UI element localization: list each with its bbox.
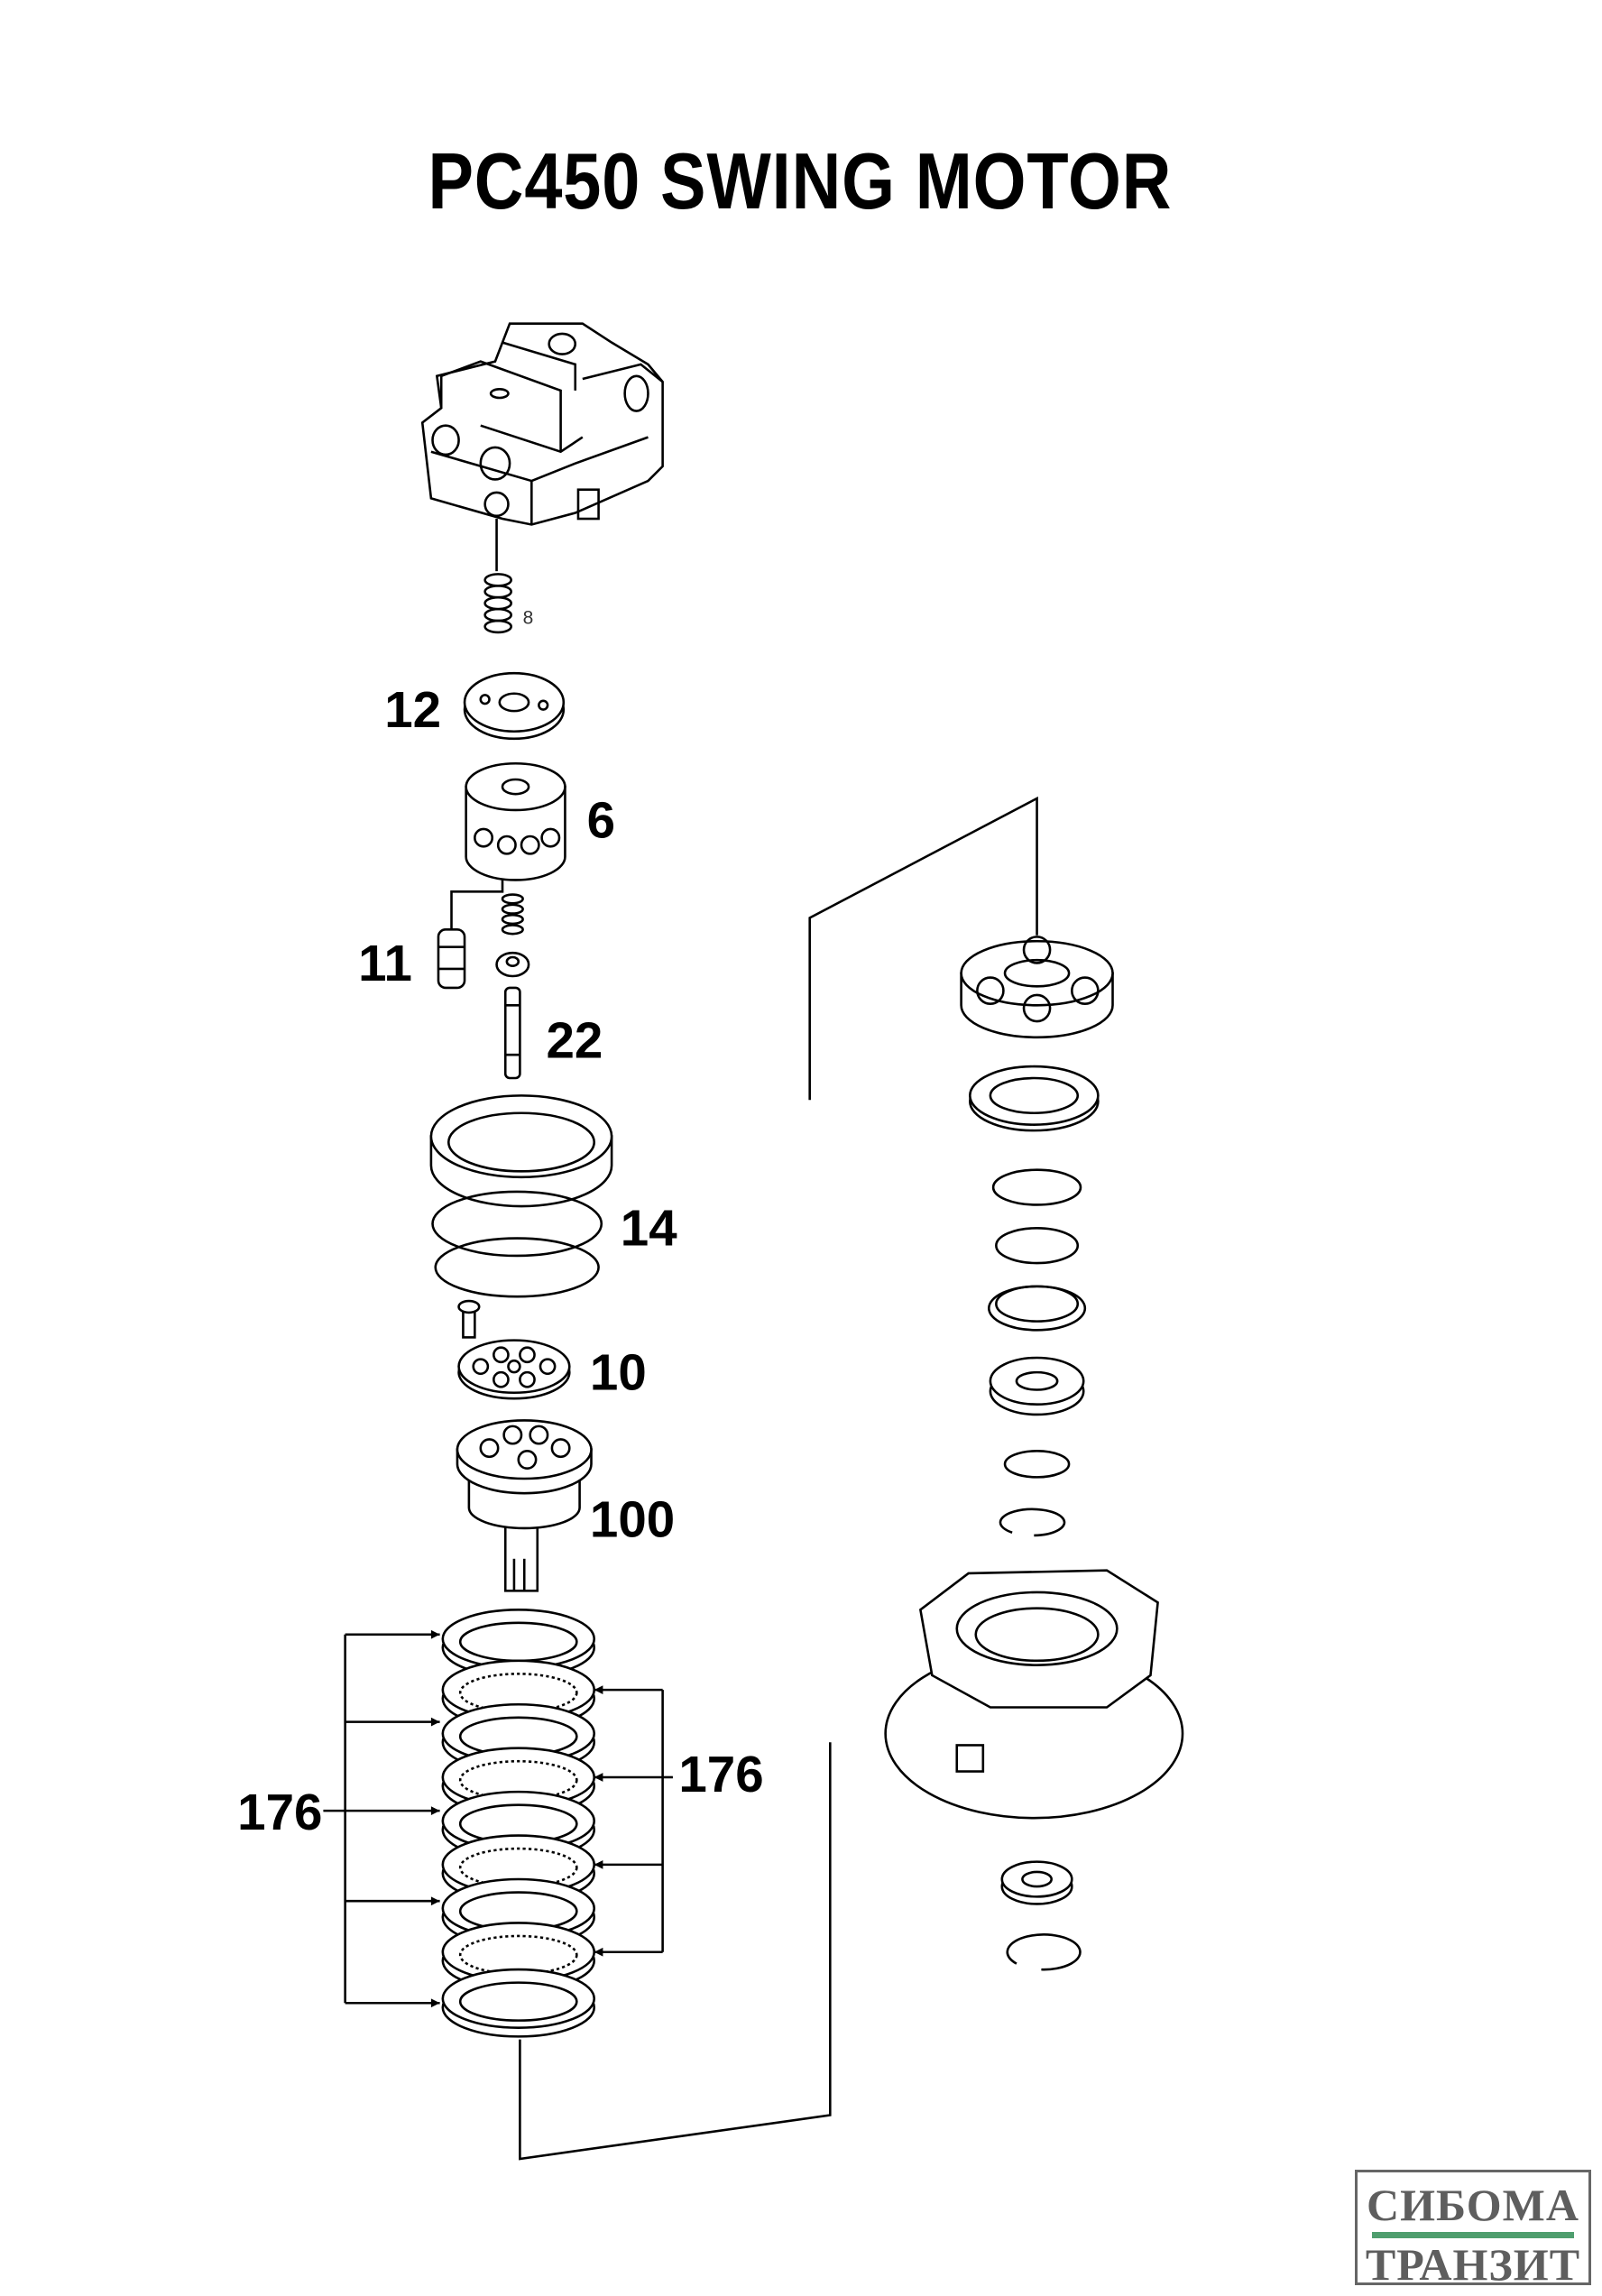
washer xyxy=(495,951,530,978)
label-10: 10 xyxy=(590,1344,647,1401)
callout-arrow xyxy=(345,1806,440,1815)
spring-8 xyxy=(483,573,512,634)
ring-14 xyxy=(429,1094,613,1298)
label-8: 8 xyxy=(523,607,534,628)
bushing xyxy=(1000,1860,1073,1905)
diagram-title: PC450 SWING MOTOR xyxy=(428,136,1173,226)
roller-bearing xyxy=(960,936,1114,1039)
tapered-bearing xyxy=(989,1356,1085,1416)
callout-arrow xyxy=(345,1717,440,1727)
oil-seal xyxy=(968,1065,1100,1132)
callout-arrow xyxy=(345,1896,440,1906)
callout-arrow xyxy=(594,1860,663,1869)
snap-ring xyxy=(999,1508,1066,1537)
company-logo: СИБОМА ТРАНЗИТ xyxy=(1355,2170,1591,2290)
label-176-right: 176 xyxy=(678,1746,763,1803)
connector-line-top xyxy=(808,796,1038,1101)
snap-ring xyxy=(1006,1933,1082,1971)
label-14: 14 xyxy=(621,1200,677,1257)
label-12: 12 xyxy=(384,681,441,738)
shim-ring xyxy=(995,1227,1080,1265)
callout-brackets xyxy=(323,1629,673,2008)
logo-line-2: ТРАНЗИТ xyxy=(1365,2239,1581,2290)
label-176-left: 176 xyxy=(237,1784,322,1840)
cylinder-block-6 xyxy=(465,761,566,881)
label-6: 6 xyxy=(587,792,615,849)
spring xyxy=(501,893,524,936)
friction-plate xyxy=(441,1968,596,2038)
shim-ring xyxy=(991,1168,1082,1206)
callout-arrow xyxy=(594,1685,663,1694)
friction-plate-stack-176 xyxy=(441,1609,596,2038)
screw xyxy=(457,1299,481,1339)
callout-arrow xyxy=(594,1773,663,1782)
ring xyxy=(1003,1450,1071,1479)
logo-divider xyxy=(1372,2232,1574,2238)
retainer-plate-10 xyxy=(457,1339,571,1400)
connector-line-bottom xyxy=(519,1742,832,2161)
label-100: 100 xyxy=(590,1491,675,1548)
spacer-ring xyxy=(987,1285,1087,1332)
output-shaft-100 xyxy=(456,1419,593,1592)
valve-block xyxy=(420,322,664,572)
center-shaft-22 xyxy=(503,986,521,1080)
label-11: 11 xyxy=(358,935,412,991)
logo-line-1: СИБОМА xyxy=(1367,2180,1579,2230)
callout-arrow xyxy=(345,1998,440,2008)
label-22: 22 xyxy=(546,1011,603,1068)
motor-housing xyxy=(884,1569,1184,1820)
callout-arrow xyxy=(345,1629,440,1639)
friction-plate xyxy=(441,1609,596,1678)
valve-plate-12 xyxy=(463,671,566,741)
piston-11 xyxy=(437,928,466,990)
callout-arrow xyxy=(594,1947,663,1957)
